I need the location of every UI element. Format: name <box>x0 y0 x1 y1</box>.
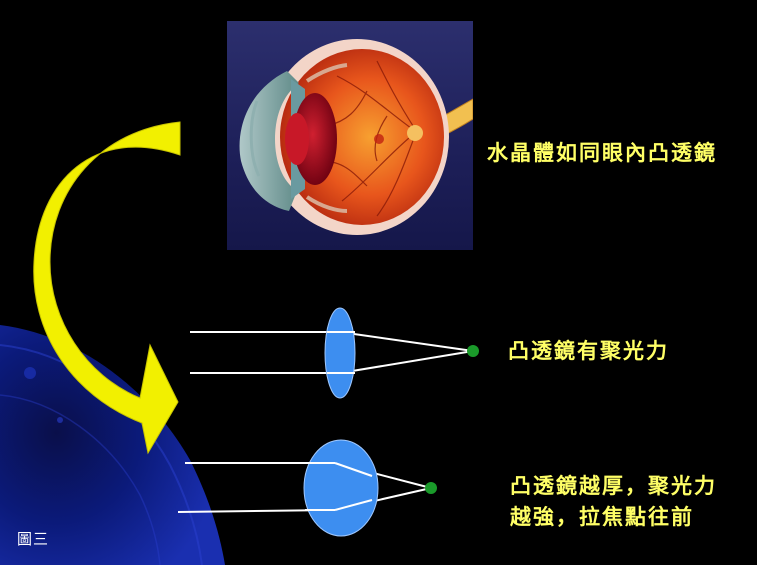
curved-arrow-icon <box>33 121 181 455</box>
figure-caption: 圖三 <box>17 530 50 548</box>
eye-icon <box>239 39 473 235</box>
label-convex-converges: 凸透鏡有聚光力 <box>508 338 669 363</box>
label-thicker-line2: 越強，拉焦點往前 <box>510 504 694 529</box>
focal-point-thick <box>425 482 437 494</box>
label-thicker-line1: 凸透鏡越厚，聚光力 <box>510 473 717 498</box>
thick-convex-lens <box>303 439 379 537</box>
focal-point-thin <box>467 345 479 357</box>
eye-illustration <box>227 21 473 250</box>
thin-convex-lens <box>324 307 356 399</box>
label-lens-is-convex: 水晶體如同眼內凸透鏡 <box>487 140 717 165</box>
label-thicker-lens: 凸透鏡越厚，聚光力 越強，拉焦點往前 <box>510 470 717 532</box>
thin-lens-rays <box>190 331 474 374</box>
